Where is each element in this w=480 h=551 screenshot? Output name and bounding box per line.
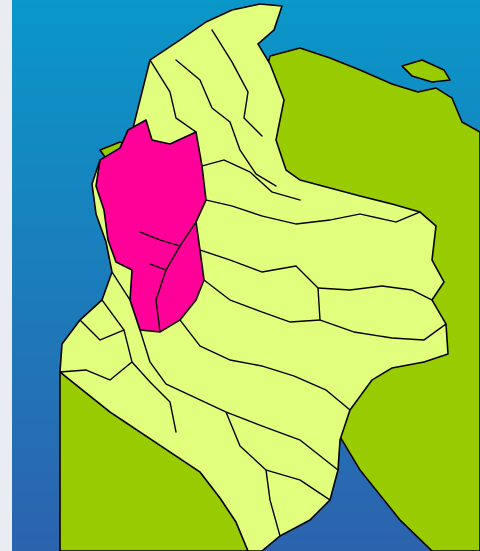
- internal-border: [317, 285, 433, 301]
- internal-border: [229, 121, 277, 187]
- internal-border: [179, 319, 351, 411]
- internal-border: [201, 159, 301, 201]
- internal-border: [265, 469, 281, 537]
- curacao-island: [401, 59, 451, 83]
- internal-border: [175, 59, 231, 123]
- left-margin: [0, 0, 12, 551]
- internal-border: [139, 329, 339, 471]
- internal-border: [205, 199, 421, 225]
- internal-border: [203, 279, 447, 341]
- internal-border: [149, 263, 167, 271]
- internal-border: [149, 59, 197, 133]
- internal-border: [59, 361, 133, 381]
- internal-border: [101, 299, 177, 433]
- internal-border: [79, 319, 125, 341]
- internal-border: [139, 231, 181, 247]
- internal-border: [111, 271, 141, 331]
- internal-border: [199, 249, 321, 321]
- internal-border: [211, 29, 263, 137]
